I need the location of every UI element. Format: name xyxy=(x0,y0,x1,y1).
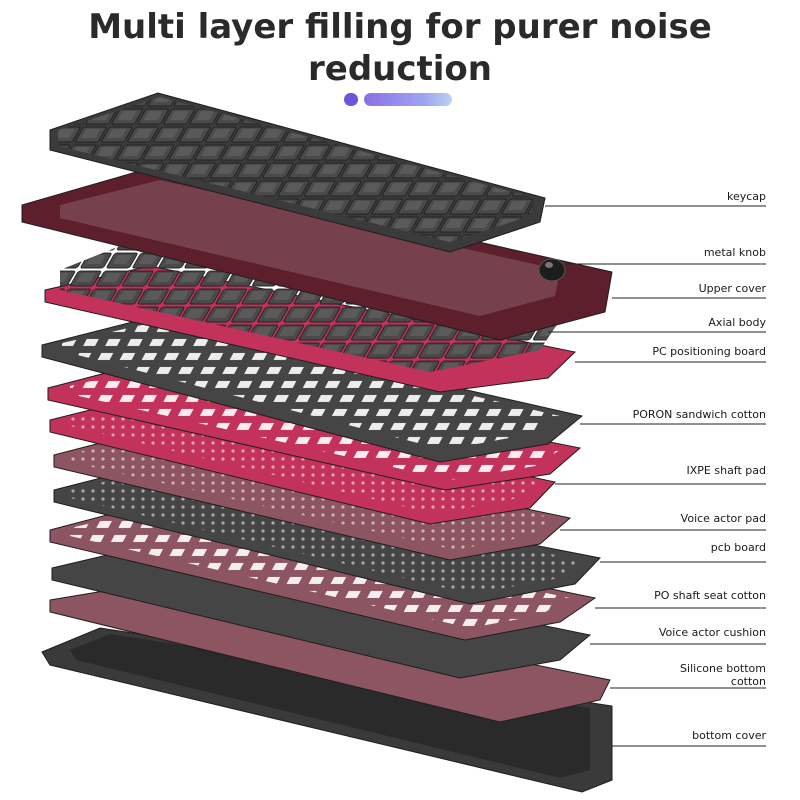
label-silicone-line-1: Silicone bottom xyxy=(680,662,766,675)
label-voice-actor-pad: Voice actor pad xyxy=(681,512,766,525)
label-pcb-board: pcb board xyxy=(711,541,766,554)
label-metal-knob: metal knob xyxy=(704,246,766,259)
label-silicone-line-2: cotton xyxy=(680,675,766,688)
label-po-shaft-seat-cotton: PO shaft seat cotton xyxy=(654,589,766,602)
label-bottom-cover: bottom cover xyxy=(692,729,766,742)
label-poron-sandwich-cotton: PORON sandwich cotton xyxy=(633,408,766,421)
label-silicone-bottom-cotton: Silicone bottom cotton xyxy=(680,662,766,688)
label-keycap: keycap xyxy=(727,190,766,203)
metal-knob-highlight xyxy=(545,262,553,268)
label-voice-actor-cushion: Voice actor cushion xyxy=(659,626,766,639)
label-ixpe-shaft-pad: IXPE shaft pad xyxy=(687,464,767,477)
metal-knob-shape xyxy=(539,259,565,281)
label-axial-body: Axial body xyxy=(708,316,766,329)
label-pc-positioning-board: PC positioning board xyxy=(652,345,766,358)
label-upper-cover: Upper cover xyxy=(699,282,766,295)
